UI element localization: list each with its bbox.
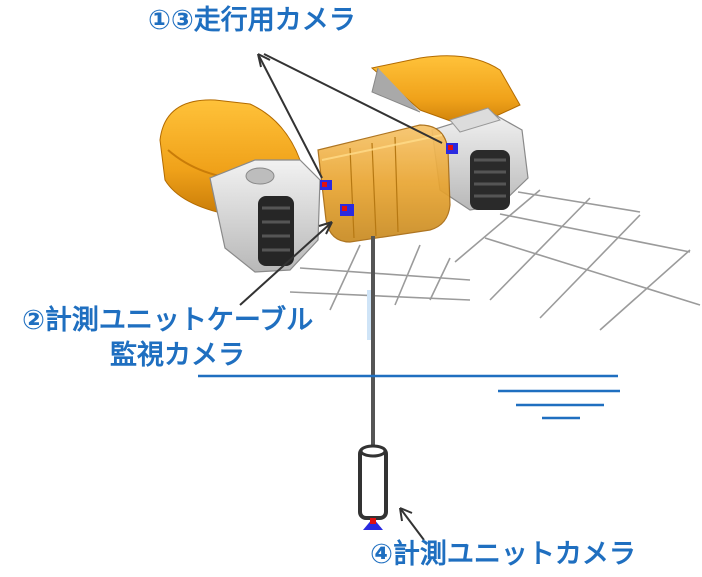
label-cable-camera-line2: 監視カメラ xyxy=(110,340,245,371)
leader-arrows xyxy=(239,53,443,541)
camera-marker-3 xyxy=(446,143,458,154)
robot-right-chassis xyxy=(431,107,529,211)
label-cable-camera-line1: ②計測ユニットケーブル xyxy=(22,305,314,336)
label-measurement-unit-camera: ④計測ユニットカメラ xyxy=(370,539,636,570)
robot-left-chassis xyxy=(209,159,321,273)
ground-grid xyxy=(289,189,701,331)
measurement-unit xyxy=(358,444,388,520)
camera-marker-1 xyxy=(320,180,332,190)
camera-marker-2 xyxy=(340,204,354,216)
label-travel-cameras: ①③走行用カメラ xyxy=(148,5,356,36)
light-stripe xyxy=(367,290,372,340)
camera-marker-4 xyxy=(363,518,383,530)
water-symbol xyxy=(498,389,620,420)
robot-center-body xyxy=(317,124,451,243)
